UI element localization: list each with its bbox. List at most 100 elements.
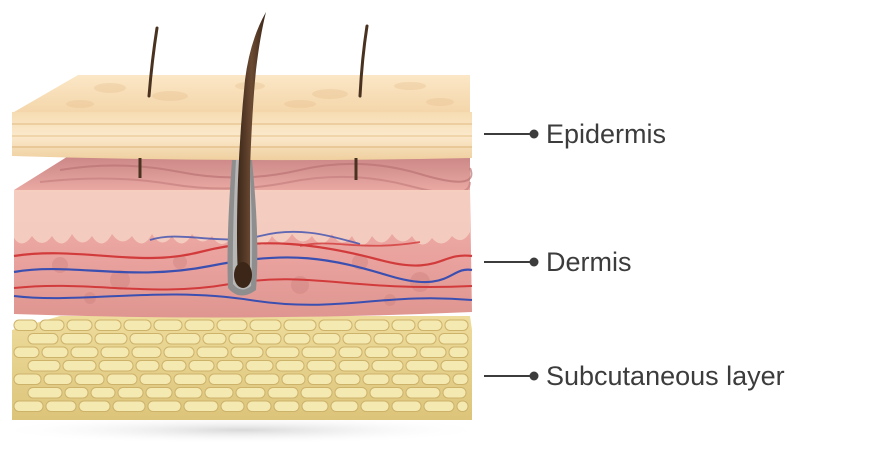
fat-cell	[44, 374, 72, 385]
fat-cell	[231, 347, 263, 358]
fat-cell	[174, 374, 206, 385]
fat-cell	[331, 401, 358, 412]
fat-cell	[28, 361, 60, 372]
fat-cell	[276, 361, 304, 372]
fat-cell	[61, 334, 92, 345]
fat-cell	[162, 361, 186, 372]
fat-cell	[282, 374, 305, 385]
fat-cell	[189, 361, 214, 372]
fat-cell	[42, 347, 68, 358]
fat-cell	[453, 374, 468, 385]
fat-cell	[370, 388, 403, 399]
fat-cell	[424, 401, 454, 412]
fat-cell	[63, 361, 96, 372]
label-subcutaneous: Subcutaneous layer	[484, 361, 785, 391]
fat-cell	[205, 388, 233, 399]
fat-cell	[443, 388, 466, 399]
fat-cell	[266, 347, 299, 358]
fat-cell	[374, 334, 403, 345]
fat-cell	[313, 334, 340, 345]
fat-cell	[302, 347, 336, 358]
fat-cell	[118, 388, 143, 399]
fat-cell	[175, 388, 202, 399]
fat-cell	[184, 401, 218, 412]
fat-cell	[250, 320, 281, 331]
fat-cell	[136, 361, 159, 372]
fat-cell	[246, 361, 273, 372]
fat-cell	[146, 388, 172, 399]
fat-cell	[197, 347, 228, 358]
fat-cell	[91, 388, 115, 399]
fat-cell	[14, 320, 37, 331]
fat-cell	[343, 334, 371, 345]
fat-cell	[28, 388, 62, 399]
fat-cell	[154, 320, 182, 331]
fat-cell	[457, 401, 468, 412]
fat-cell	[365, 347, 389, 358]
fat-cell	[166, 334, 200, 345]
fat-cell	[71, 347, 98, 358]
fat-cell	[236, 388, 265, 399]
fat-cell	[164, 347, 194, 358]
label-epidermis: Epidermis	[484, 119, 666, 149]
fat-cell	[406, 334, 436, 345]
fat-cell	[372, 361, 403, 372]
fat-cell	[185, 320, 214, 331]
fat-cell	[95, 334, 127, 345]
fat-cell	[418, 320, 442, 331]
fat-cell	[14, 374, 41, 385]
fat-cell	[245, 374, 279, 385]
fat-cell	[274, 401, 299, 412]
fat-cell	[46, 401, 76, 412]
fat-cell	[392, 347, 417, 358]
fat-cell	[441, 361, 468, 372]
fat-cell	[445, 320, 468, 331]
fat-cell	[40, 320, 64, 331]
fat-cell	[392, 401, 421, 412]
fat-cell	[221, 401, 244, 412]
fat-cell	[307, 361, 336, 372]
fat-cell	[130, 334, 163, 345]
ground-shadow	[0, 416, 492, 444]
fat-cell	[406, 361, 438, 372]
fat-cell	[406, 388, 440, 399]
fat-cell	[140, 374, 171, 385]
fat-cell	[339, 361, 369, 372]
fat-cell	[302, 401, 328, 412]
fat-cell	[284, 334, 310, 345]
fat-cell	[217, 361, 243, 372]
fat-cell	[422, 374, 450, 385]
fat-cell	[256, 334, 281, 345]
fat-cell	[107, 374, 137, 385]
fat-cell	[439, 334, 468, 345]
fat-cell	[363, 374, 389, 385]
fat-cell	[301, 388, 332, 399]
label-dermis-text: Dermis	[546, 247, 632, 277]
fat-cell	[217, 320, 247, 331]
fat-cell	[14, 401, 43, 412]
fat-cell	[113, 401, 145, 412]
fat-cell	[319, 320, 352, 331]
fat-cell	[95, 320, 121, 331]
label-subcutaneous-text: Subcutaneous layer	[546, 361, 785, 391]
fat-cell	[361, 401, 389, 412]
fat-cell	[355, 320, 389, 331]
fat-cell	[99, 361, 133, 372]
label-epidermis-text: Epidermis	[546, 119, 666, 149]
fat-cell	[14, 347, 39, 358]
fat-cell	[449, 347, 468, 358]
subcutaneous-layer	[12, 316, 472, 420]
fat-cell	[392, 320, 415, 331]
fat-cell	[132, 347, 161, 358]
fat-cells	[14, 320, 468, 412]
fat-cell	[268, 388, 298, 399]
fat-cell	[247, 401, 271, 412]
fat-cell	[420, 347, 446, 358]
fat-cell	[28, 334, 58, 345]
fat-cell	[101, 347, 129, 358]
fat-cell	[203, 334, 226, 345]
fat-cell	[75, 374, 104, 385]
fat-cell	[124, 320, 151, 331]
fat-cell	[209, 374, 242, 385]
fat-cell	[148, 401, 181, 412]
